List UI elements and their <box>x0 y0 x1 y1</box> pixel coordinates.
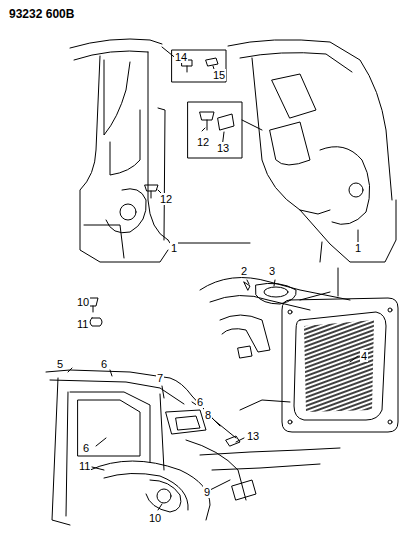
callout-number: 14 <box>174 51 188 63</box>
callout-number: 7 <box>156 372 164 384</box>
callout-number: 15 <box>212 69 226 81</box>
callout-number: 10 <box>148 512 162 524</box>
callout-number: 6 <box>82 442 90 454</box>
callout-number: 2 <box>240 265 248 277</box>
callout-number: 6 <box>196 396 204 408</box>
callout-number: 8 <box>204 409 212 421</box>
drawing-number: 93232 600B <box>8 8 75 20</box>
callout-number: 10 <box>76 296 90 308</box>
callout-number: 6 <box>100 358 108 370</box>
callout-number: 5 <box>56 358 64 370</box>
callout-number: 3 <box>268 265 276 277</box>
callout-number: 11 <box>78 460 91 472</box>
callout-number: 1 <box>354 242 362 254</box>
callout-number: 9 <box>203 486 211 498</box>
callout-number: 13 <box>246 430 260 442</box>
callout-number: 1 <box>170 242 178 254</box>
callout-number: 13 <box>216 142 230 154</box>
callout-number: 11 <box>76 318 89 330</box>
callout-number: 12 <box>159 193 173 205</box>
callout-number: 12 <box>196 136 210 148</box>
callout-number: 4 <box>360 350 368 362</box>
